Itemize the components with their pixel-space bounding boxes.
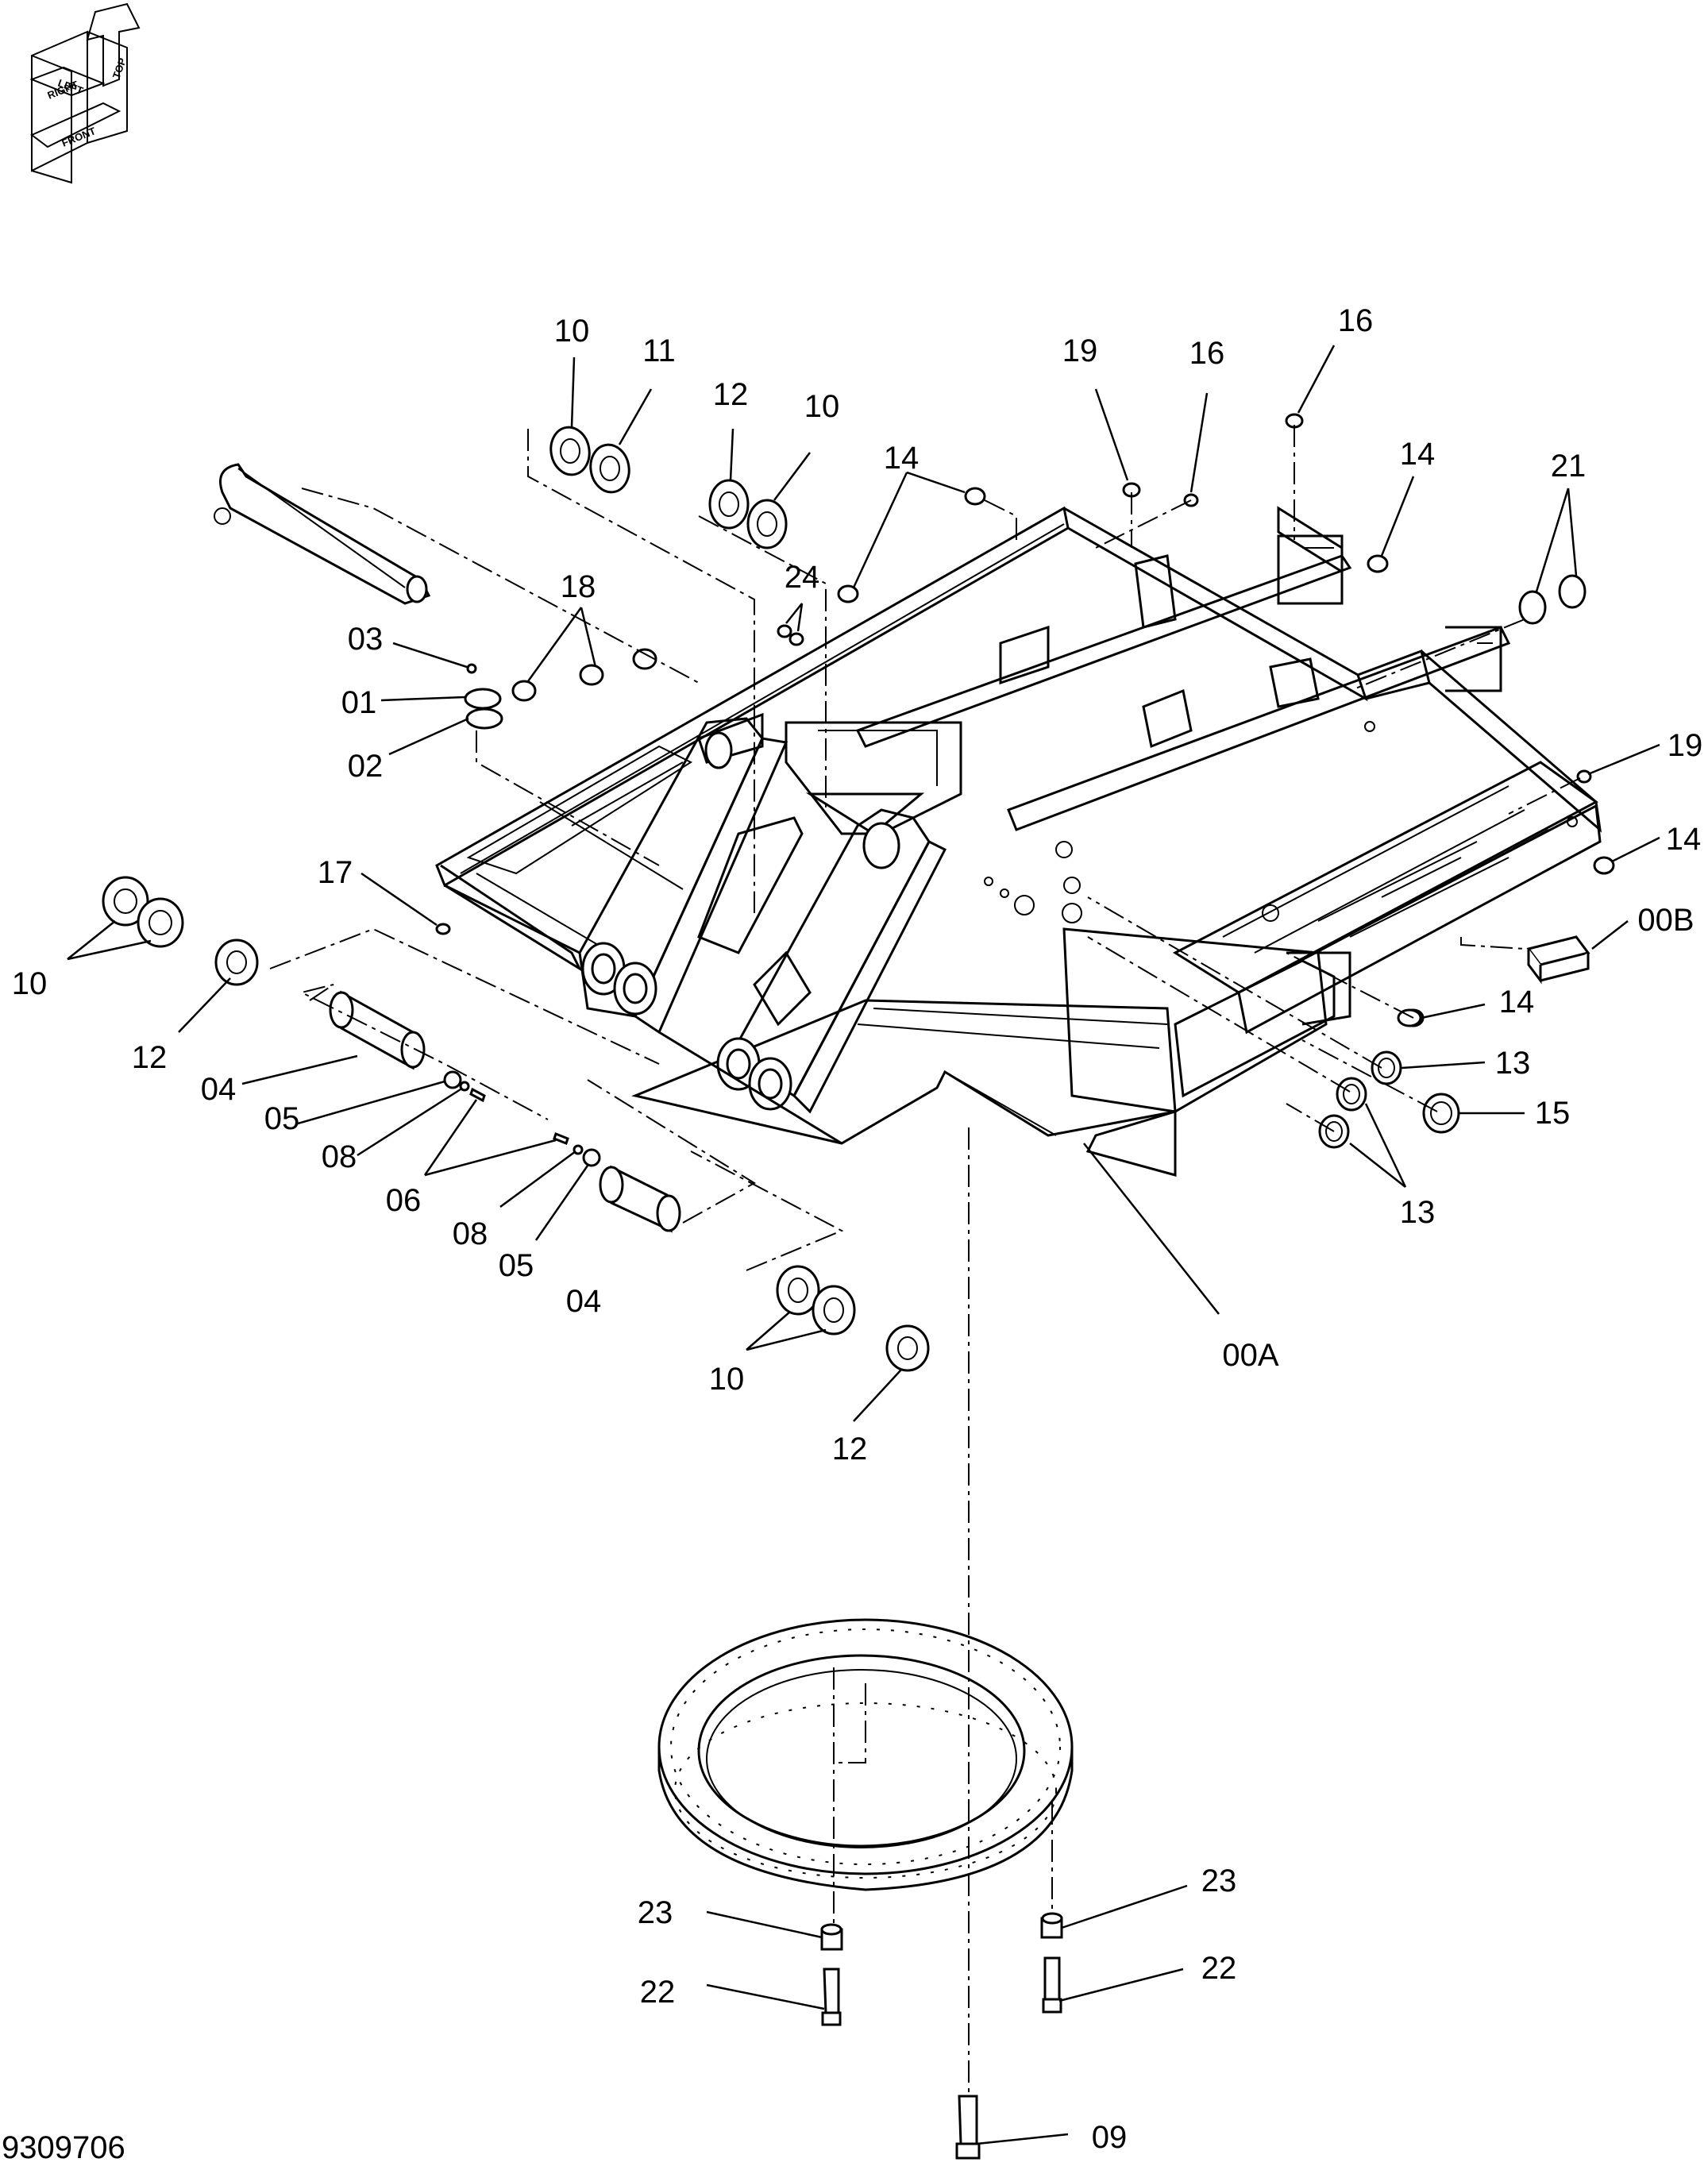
- long-pin-with-bracket: [214, 463, 431, 605]
- orientation-label-front: FRONT: [60, 125, 98, 149]
- orientation-label-top: TOP: [110, 56, 129, 80]
- callout-12: 12: [132, 1040, 168, 1075]
- callout-00A: 00A: [1222, 1338, 1278, 1373]
- callout-22: 22: [1201, 1951, 1237, 1986]
- callout-17: 17: [318, 855, 353, 890]
- callout-15: 15: [1535, 1096, 1571, 1131]
- callout-16: 16: [1189, 336, 1225, 371]
- callout-14: 14: [1400, 437, 1436, 472]
- callout-21: 21: [1551, 449, 1587, 484]
- callout-24: 24: [785, 560, 820, 595]
- callout-13: 13: [1495, 1046, 1531, 1081]
- callout-10: 10: [12, 966, 48, 1001]
- leader-lines: [67, 345, 1660, 2145]
- bolts-and-spacers: [820, 1912, 1063, 2160]
- callout-02: 02: [348, 749, 384, 784]
- slewing-ring: [657, 1618, 1074, 1891]
- callout-05: 05: [499, 1248, 534, 1283]
- callout-12: 12: [713, 377, 749, 412]
- callout-03: 03: [348, 622, 384, 657]
- upper-frame-00A: [435, 506, 1602, 1177]
- callout-00B: 00B: [1637, 903, 1694, 938]
- callout-18: 18: [561, 569, 596, 604]
- callout-14: 14: [1666, 822, 1702, 857]
- callout-11: 11: [642, 333, 676, 368]
- callout-08: 08: [322, 1139, 357, 1174]
- callout-04: 04: [201, 1072, 237, 1107]
- callout-10: 10: [804, 389, 840, 424]
- callout-22: 22: [640, 1975, 676, 2010]
- callout-01: 01: [341, 685, 377, 720]
- callout-09: 09: [1092, 2120, 1128, 2155]
- callout-19: 19: [1062, 333, 1098, 368]
- callout-14: 14: [884, 441, 920, 476]
- callout-08: 08: [453, 1216, 488, 1251]
- callout-13: 13: [1400, 1195, 1436, 1230]
- callout-04: 04: [566, 1284, 602, 1319]
- callout-10: 10: [554, 314, 590, 349]
- callout-14: 14: [1499, 985, 1535, 1019]
- callout-05: 05: [264, 1101, 300, 1136]
- small-parts: [102, 413, 1615, 1372]
- orientation-icon: TOP LEFT RIGHT FRONT: [29, 2, 141, 184]
- callout-12: 12: [832, 1432, 868, 1467]
- drawing-number: 9309706: [2, 2130, 125, 2165]
- callout-23: 23: [638, 1895, 673, 1930]
- callout-19: 19: [1668, 728, 1703, 763]
- callout-06: 06: [386, 1183, 422, 1218]
- assembly-lines: [269, 425, 1581, 2096]
- callout-23: 23: [1201, 1864, 1237, 1898]
- callout-labels: 10 11 12 10 14 19 16 16 14 21 18 24 03 0…: [12, 303, 1703, 2155]
- callout-10: 10: [709, 1362, 745, 1397]
- callout-16: 16: [1338, 303, 1374, 338]
